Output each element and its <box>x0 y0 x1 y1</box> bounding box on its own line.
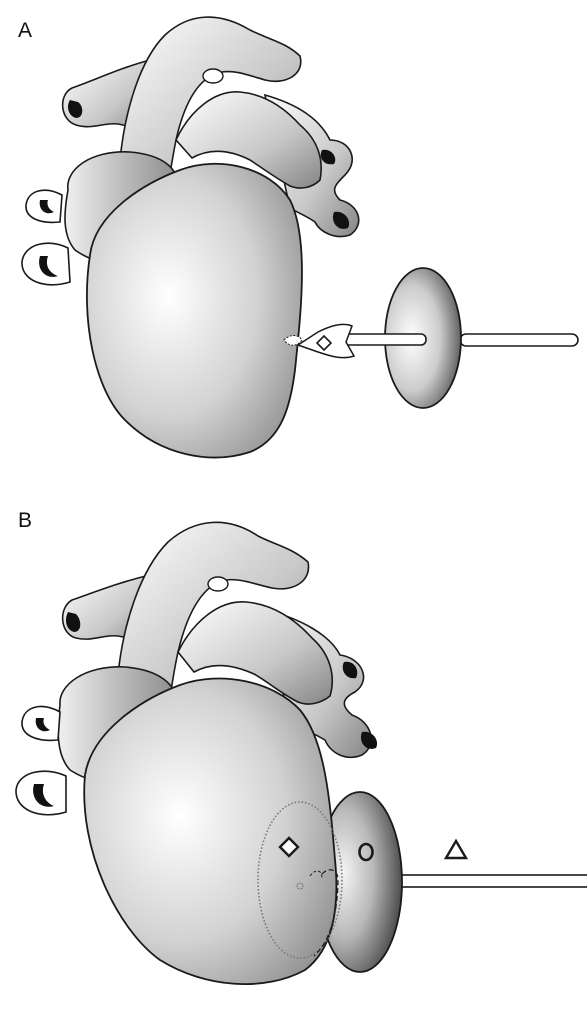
heart-ventricle <box>84 678 336 984</box>
heart-diagram-b <box>0 500 587 1011</box>
delivery-rod-far <box>460 334 578 346</box>
triangle-icon <box>446 841 466 858</box>
delivery-rod <box>392 875 587 887</box>
heart-ventricle <box>87 164 302 458</box>
panel-b: B <box>0 500 587 1011</box>
heart-diagram-a <box>0 0 587 500</box>
panel-a: A <box>0 0 587 500</box>
delivery-rod-near <box>340 334 426 345</box>
